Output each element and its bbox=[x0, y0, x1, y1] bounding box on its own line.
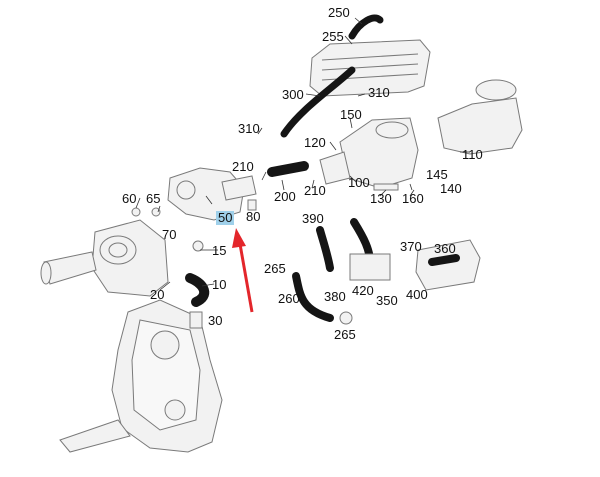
part-label-110: 110 bbox=[462, 147, 483, 162]
part-label-100: 100 bbox=[348, 175, 370, 190]
part-label-265-top: 265 bbox=[264, 261, 286, 276]
part-label-130: 130 bbox=[370, 191, 392, 206]
bracket-360 bbox=[415, 239, 481, 291]
part-label-30: 30 bbox=[208, 313, 223, 328]
part-label-250: 250 bbox=[328, 5, 350, 20]
part-label-50-highlighted: 50 bbox=[216, 210, 235, 225]
coolant-hoses bbox=[185, 14, 460, 322]
pump-housing bbox=[40, 219, 169, 297]
part-label-210-left: 210 bbox=[232, 159, 254, 174]
part-label-265-bottom: 265 bbox=[334, 327, 356, 342]
timing-cover bbox=[59, 299, 223, 453]
part-label-255: 255 bbox=[322, 29, 344, 44]
part-label-20: 20 bbox=[150, 287, 165, 302]
part-label-150: 150 bbox=[340, 107, 362, 122]
part-label-380: 380 bbox=[324, 289, 346, 304]
part-label-140: 140 bbox=[440, 181, 462, 196]
part-label-310-upper: 310 bbox=[368, 85, 390, 100]
part-label-390: 390 bbox=[302, 211, 324, 226]
part-label-350: 350 bbox=[376, 293, 398, 308]
part-label-360: 360 bbox=[434, 241, 456, 256]
part-label-65: 65 bbox=[146, 191, 161, 206]
part-label-10: 10 bbox=[212, 277, 227, 292]
part-label-200: 200 bbox=[274, 189, 296, 204]
part-label-80: 80 bbox=[246, 209, 261, 224]
part-label-60: 60 bbox=[122, 191, 137, 206]
part-label-310-left: 310 bbox=[238, 121, 260, 136]
part-label-120: 120 bbox=[304, 135, 326, 150]
part-label-260: 260 bbox=[278, 291, 300, 306]
part-label-145: 145 bbox=[426, 167, 448, 182]
part-label-70: 70 bbox=[162, 227, 177, 242]
part-label-300: 300 bbox=[282, 87, 304, 102]
part-label-210-right: 210 bbox=[304, 183, 326, 198]
part-label-370: 370 bbox=[400, 239, 422, 254]
red-pointer-arrow bbox=[232, 228, 254, 313]
part-label-420: 420 bbox=[352, 283, 374, 298]
part-label-400: 400 bbox=[406, 287, 428, 302]
intercooler-housing bbox=[437, 79, 523, 155]
small-fittings bbox=[131, 183, 399, 329]
part-label-160: 160 bbox=[402, 191, 424, 206]
part-label-15: 15 bbox=[212, 243, 227, 258]
thermostat-housing bbox=[167, 167, 257, 221]
